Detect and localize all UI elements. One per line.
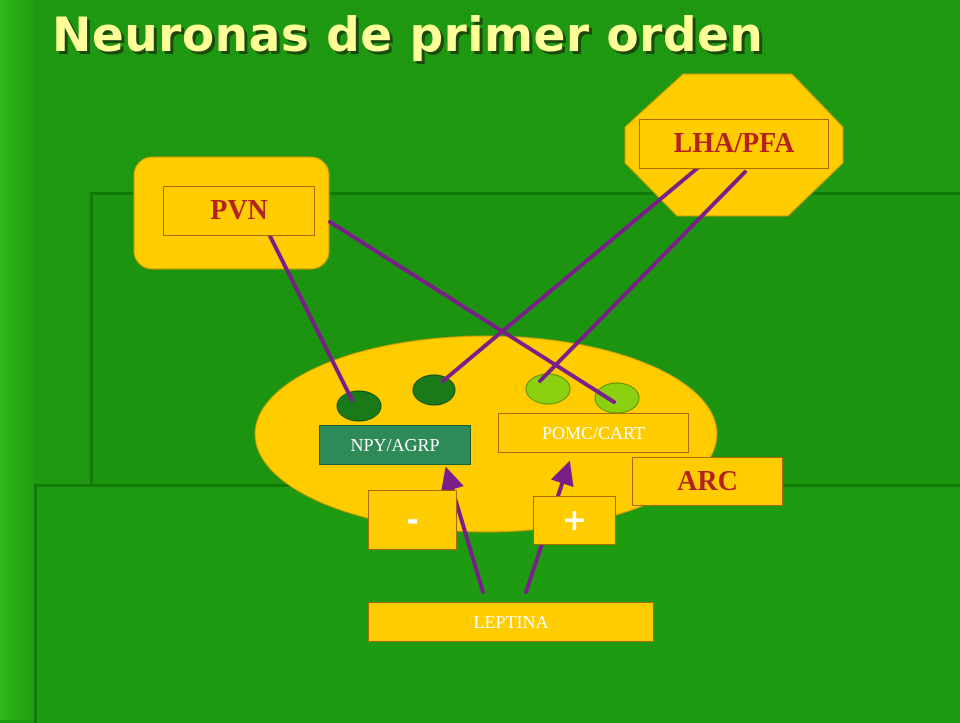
connection-pvn-npy xyxy=(266,230,354,402)
leptina-label: LEPTINA xyxy=(368,602,654,642)
pomc-neuron-2 xyxy=(594,382,640,414)
connection-pvn-pomc xyxy=(328,220,616,404)
npy-neuron-2 xyxy=(412,374,456,406)
inhibition-sign: - xyxy=(368,490,457,550)
npy-neuron-1 xyxy=(336,390,382,422)
stimulation-sign: + xyxy=(533,496,616,545)
arc-label: ARC xyxy=(632,457,783,506)
left-accent-band xyxy=(0,0,36,720)
arc-region xyxy=(254,335,718,533)
connection-lha-pomc xyxy=(538,170,747,383)
pomc-neuron-1 xyxy=(525,373,571,405)
pomc-cart-label: POMC/CART xyxy=(498,413,689,453)
lha-pfa-label: LHA/PFA xyxy=(639,119,829,169)
npy-agrp-label: NPY/AGRP xyxy=(319,425,471,465)
connection-lha-npy xyxy=(441,164,702,383)
slide-title: Neuronas de primer orden xyxy=(52,8,764,63)
pvn-label: PVN xyxy=(163,186,315,236)
